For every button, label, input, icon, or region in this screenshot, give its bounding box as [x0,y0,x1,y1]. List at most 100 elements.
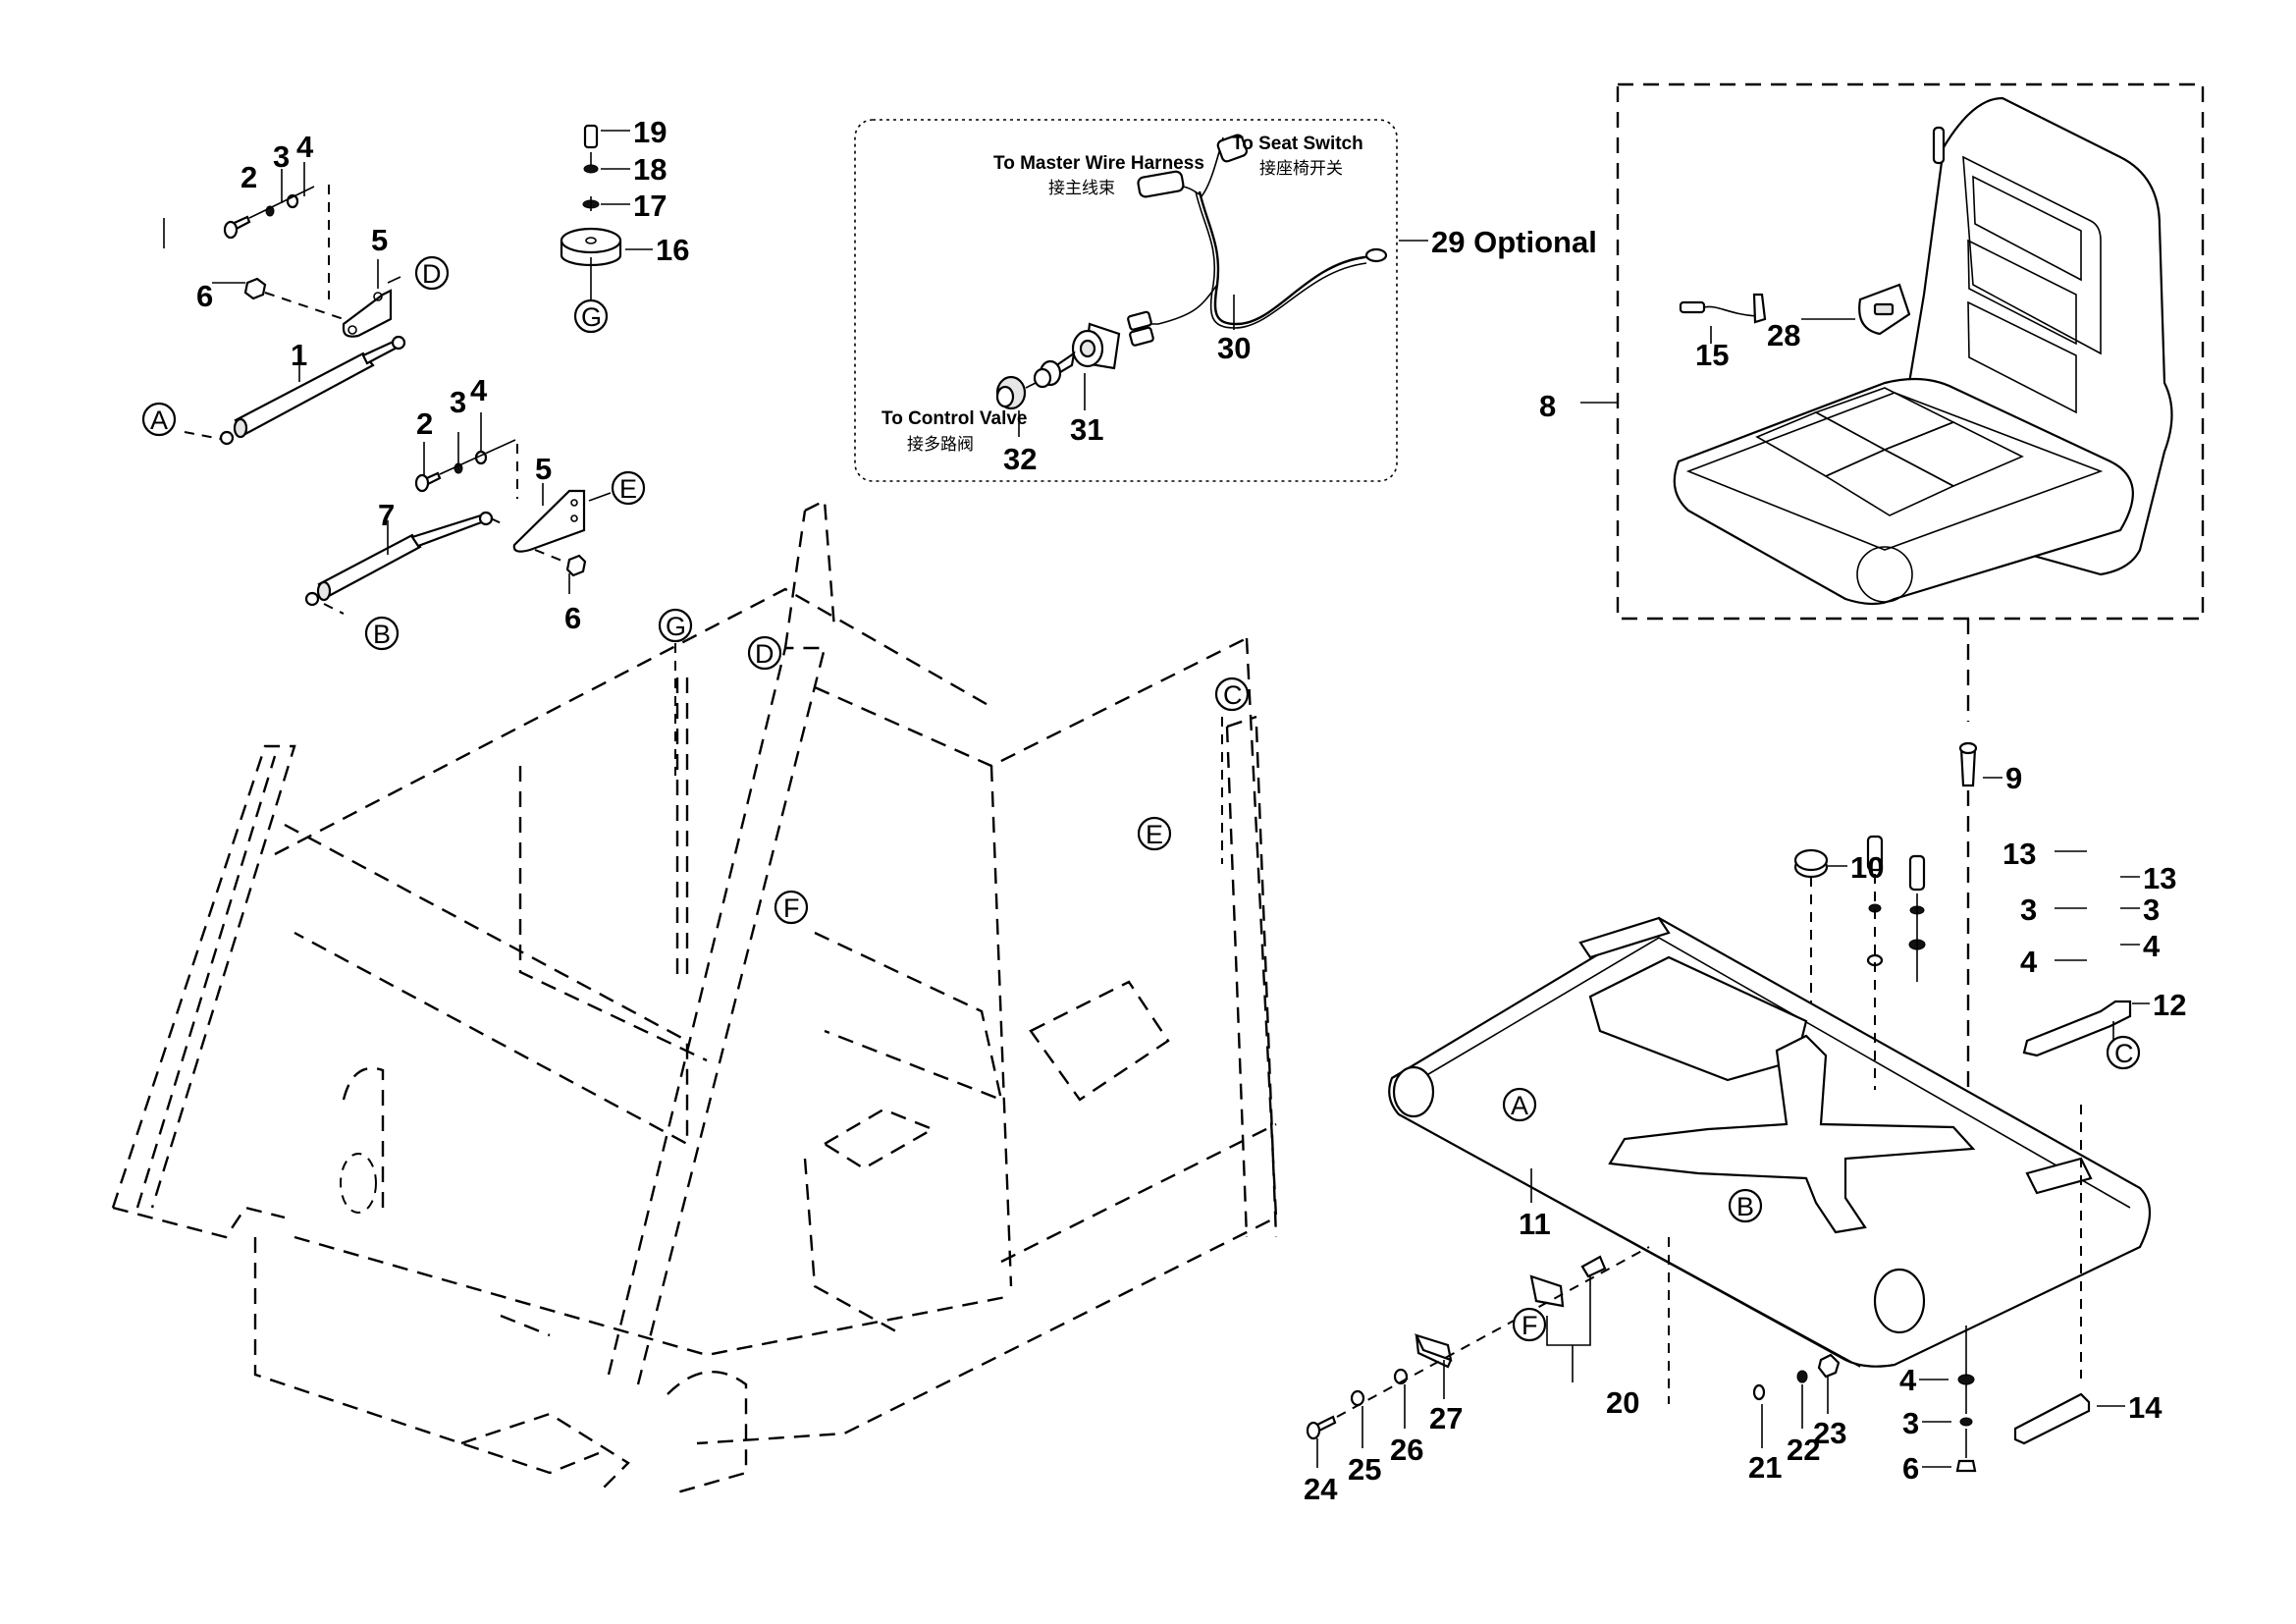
bracket-27 [1414,1333,1453,1369]
rubber-mount-stack [560,124,653,299]
seat-bracket-fasteners [1866,835,2150,1379]
svg-text:B: B [373,620,391,649]
callout-11: 11 [1519,1207,1551,1241]
callout-4: 4 [1899,1363,1917,1397]
marker-F-switch: F [1512,1307,1547,1342]
callout-3: 3 [450,385,466,419]
callout-6: 6 [564,601,581,635]
callout-labels: 1 2 3 4 5 6 2 3 4 5 6 7 19 18 17 16 29 O… [196,115,2186,1506]
callout-2: 2 [240,160,257,194]
gas-spring-group-upper [163,162,406,446]
wire-harness-30 [1198,190,1375,326]
callout-13: 13 [2143,861,2176,895]
cab-frame-reference [111,499,1278,1494]
callout-31: 31 [1070,412,1103,447]
callout-15: 15 [1695,338,1729,372]
callout-16: 16 [656,233,689,267]
reference-markers: A B D E G G D C E F C A B F [141,255,2141,1342]
nut-6-lower [565,554,587,577]
callout-4: 4 [470,373,488,407]
switch-bracket-20 [1529,1274,1565,1308]
note-master-harness-cn: 接主线束 [1048,179,1115,198]
svg-text:E: E [1146,820,1163,849]
callout-20: 20 [1606,1385,1639,1420]
callout-12: 12 [2153,988,2186,1022]
svg-text:D: D [422,259,442,289]
marker-G-frame: G [658,608,693,643]
note-seat-switch-en: To Seat Switch [1232,134,1363,154]
callout-5: 5 [371,223,388,257]
seat-base-plate-11 [1388,916,2151,1368]
optional-harness-box [854,119,1398,482]
seat-cushion [1673,377,2134,606]
spacer-plate-14 [2013,1392,2091,1445]
callout-19: 19 [633,115,667,149]
callout-7: 7 [378,498,395,532]
nut-6-bottom [1955,1459,1977,1473]
callout-23: 23 [1813,1416,1846,1450]
seat-switch-15 [1679,293,1767,324]
bracket-5-upper [342,289,393,338]
note-control-valve-cn: 接多路阀 [907,435,974,455]
callout-10: 10 [1850,850,1884,885]
note-control-valve-en: To Control Valve [881,408,1028,429]
marker-C-frame: C [1214,677,1250,712]
marker-G-mount: G [573,298,609,334]
callout-13: 13 [2002,837,2036,871]
svg-text:C: C [1223,680,1243,710]
marker-E-frame: E [1137,816,1172,851]
seat-switch-mount-parts [1306,1237,1841,1468]
marker-F-frame: F [774,890,809,925]
nut-6-upper [243,277,267,300]
callout-4: 4 [296,130,314,164]
harness-notes: To Master Wire Harness 接主线束 To Seat Swit… [881,134,1363,455]
svg-text:F: F [783,893,800,923]
marker-E-bracket: E [611,470,646,506]
callout-18: 18 [633,152,667,187]
callout-4: 4 [2143,929,2161,963]
svg-text:C: C [2114,1039,2134,1068]
marker-C-bracket: C [2106,1035,2141,1070]
callout-17: 17 [633,189,667,223]
callout-1: 1 [291,338,307,372]
callout-3: 3 [2020,893,2037,927]
callout-2: 2 [416,406,433,441]
marker-A-base: A [1502,1087,1537,1122]
marker-D-bracket: D [414,255,450,291]
seat-bracket-12 [2022,1000,2132,1057]
nut-23 [1817,1353,1841,1379]
callout-32: 32 [1003,442,1037,476]
gas-spring-7 [317,533,422,599]
marker-B-spring: B [364,616,400,651]
svg-text:A: A [1511,1091,1528,1120]
washer-25 [1350,1389,1365,1407]
bolt-19 [583,124,599,149]
svg-text:A: A [150,406,168,435]
svg-text:F: F [1522,1311,1538,1340]
marker-D-frame: D [747,635,782,671]
marker-B-base: B [1728,1188,1763,1223]
svg-text:B: B [1736,1192,1754,1221]
callout-27: 27 [1429,1401,1463,1435]
callout-28: 28 [1767,318,1800,352]
callout-29: 29 Optional [1431,225,1597,259]
callout-24: 24 [1304,1472,1338,1506]
callout-4: 4 [2020,945,2038,979]
solenoid-coil-31 [1033,322,1121,389]
callout-3: 3 [1902,1406,1919,1440]
callout-3: 3 [2143,893,2160,927]
callout-5: 5 [535,452,552,486]
seat-assembly-8 [1580,82,2205,722]
x-bracket [1608,1034,1976,1234]
note-seat-switch-cn: 接座椅开关 [1259,159,1343,179]
lower-plate-fasteners [1919,1326,2125,1473]
svg-text:D: D [755,639,774,669]
callout-9: 9 [2005,761,2022,795]
callout-30: 30 [1217,331,1251,365]
valve-fitting-32 [995,375,1037,410]
marker-A-spring: A [141,402,177,437]
callout-26: 26 [1390,1433,1423,1467]
callout-22: 22 [1787,1433,1820,1467]
optional-harness-group [854,119,1428,482]
